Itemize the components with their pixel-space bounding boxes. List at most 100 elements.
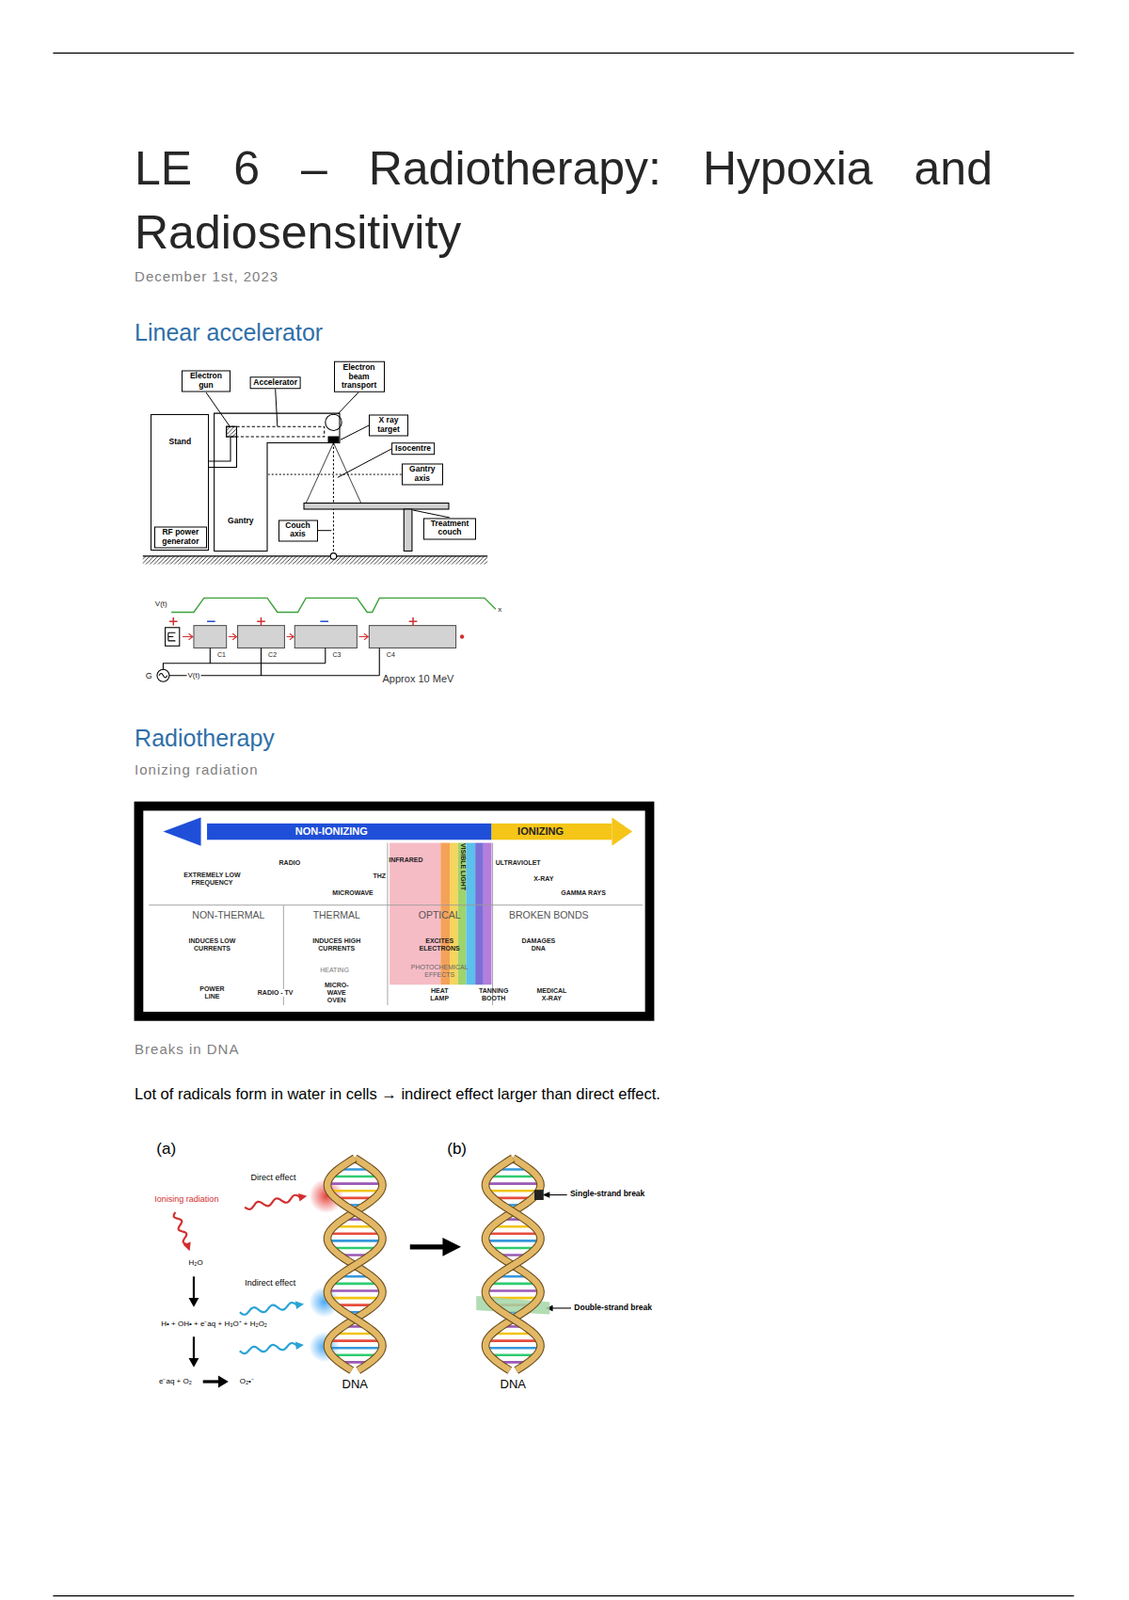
box-label: Electron gun — [185, 372, 227, 391]
dna-strand — [327, 1158, 383, 1371]
figure-label: THZ — [372, 872, 386, 880]
base-pair — [485, 1288, 541, 1292]
figure-label: TANNING BOOTH — [474, 986, 514, 1002]
heading-text: Radiotherapy — [134, 723, 275, 751]
spectrum-chart — [492, 842, 493, 1005]
leader-line — [413, 509, 450, 518]
strand-break — [534, 1189, 544, 1200]
dna-figure — [442, 1237, 462, 1257]
base-pair — [327, 1288, 382, 1292]
spectrum-chart — [148, 904, 643, 906]
base-pair — [327, 1346, 382, 1350]
figure-label: DNA — [342, 1377, 368, 1392]
base-pair — [485, 1181, 541, 1185]
dna-strand — [485, 1158, 541, 1371]
figure-label: BROKEN BONDS — [508, 908, 589, 921]
drift-tube-figure — [238, 625, 286, 649]
figure-label: HEATING — [319, 966, 350, 974]
dna-strand — [327, 1158, 383, 1371]
leader-line — [275, 388, 278, 427]
figure-label: OPTICAL — [418, 908, 462, 921]
spectrum-chart — [138, 806, 650, 1017]
spectrum-chart — [475, 842, 484, 986]
dna-strand — [327, 1158, 383, 1371]
dna-figure — [189, 1357, 200, 1368]
drift-tube-figure — [159, 673, 168, 678]
dna-figure — [192, 1335, 195, 1360]
figure-label: e⁻aq + O₂ — [159, 1376, 192, 1385]
figure-label: G — [145, 669, 153, 680]
dna-strand — [485, 1158, 541, 1371]
spectrum-chart — [491, 823, 612, 840]
label-box: Gantry axis — [401, 463, 444, 486]
dna-figure — [192, 1275, 195, 1300]
figure-label: Indirect effect — [244, 1276, 296, 1287]
heading-text: Breaks in DNA — [134, 1041, 239, 1058]
drift-tube-figure — [368, 625, 456, 649]
figure-label: C3 — [332, 651, 341, 659]
figure-label: Approx 10 MeV — [382, 672, 455, 685]
dna-strand — [327, 1158, 383, 1371]
label-box: Electron gun — [181, 370, 231, 393]
dna-figure — [410, 1243, 446, 1249]
base-pair — [327, 1181, 382, 1185]
figure-label: INDUCES HIGH CURRENTS — [309, 937, 365, 953]
linac-figure — [226, 426, 325, 437]
figure-label: INFRARED — [388, 856, 423, 864]
linac-figure — [226, 426, 238, 437]
page-rule — [52, 52, 1074, 54]
base-pair — [488, 1282, 538, 1286]
figure-label: x — [497, 605, 502, 615]
label-box: Couch axis — [278, 519, 319, 541]
figure-label: POWER LINE — [194, 985, 229, 1001]
figure-label: V(t) — [155, 599, 168, 608]
spectrum-chart — [465, 842, 476, 986]
figure-label: DNA — [500, 1377, 526, 1392]
base-pair — [487, 1189, 540, 1193]
radiation-wave — [174, 1211, 188, 1244]
spectrum-chart — [611, 816, 633, 845]
drift-tube-figure — [171, 597, 496, 612]
base-pair — [485, 1239, 541, 1242]
heading-text: December 1st, 2023 — [134, 268, 279, 285]
figure-label: VISIBLE LIGHT — [459, 842, 467, 891]
box-label: Isocentre — [395, 444, 431, 454]
linac-figure — [333, 443, 361, 504]
spectrum-chart — [386, 842, 388, 1005]
figure-label: MEDICAL X-RAY — [532, 986, 571, 1002]
figure-label: Single-strand break — [570, 1189, 645, 1199]
figure-label: IONIZING — [517, 825, 564, 838]
box-label: RF power generator — [158, 528, 204, 547]
linac-figure — [305, 443, 334, 504]
arrow-head — [183, 1241, 191, 1252]
spectrum-chart — [206, 823, 492, 840]
box-label: Accelerator — [253, 378, 298, 388]
figure-label: THERMAL — [313, 908, 361, 921]
leader-line — [340, 425, 369, 440]
leader-line — [318, 529, 333, 531]
leader-line — [337, 391, 360, 414]
figure-label: NON-IONIZING — [295, 825, 368, 838]
box-label: Couch axis — [282, 521, 315, 540]
label-box: RF power generator — [154, 526, 207, 549]
linac-figure — [403, 508, 413, 551]
figure-label: (a) — [156, 1139, 176, 1159]
figure-label: Double-strand break — [573, 1303, 652, 1313]
drift-tube-figure — [168, 632, 176, 641]
figure-label: V(t) — [187, 670, 202, 680]
box-label: X ray target — [372, 416, 405, 435]
linac-figure — [143, 413, 488, 564]
arrow-head — [295, 1340, 304, 1350]
spectrum-chart — [138, 806, 650, 1017]
label-box: Gantry — [224, 515, 256, 527]
arrow-head — [298, 1192, 307, 1202]
axis-line — [268, 474, 402, 476]
base-pair — [329, 1296, 382, 1300]
base-pair — [330, 1175, 380, 1178]
base-pair — [485, 1346, 541, 1350]
drift-tube-figure — [193, 625, 227, 649]
figure-label: C1 — [217, 651, 226, 659]
label-box: Isocentre — [391, 442, 435, 456]
label-box: Accelerator — [249, 376, 302, 390]
linac-figure — [214, 413, 340, 551]
